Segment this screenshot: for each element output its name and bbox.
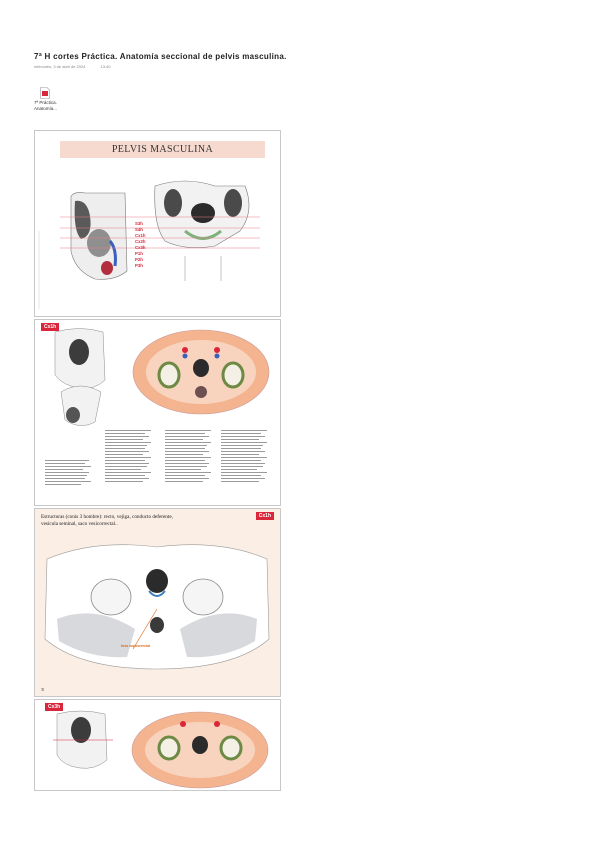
level-labels: S3h S4h Cx1h Cx2h Cx3h P1h P2h P3h	[135, 221, 146, 268]
cross-section-diagram	[53, 710, 269, 789]
pelvis-sagittal-diagram	[38, 180, 260, 309]
svg-text:ℬ: ℬ	[41, 687, 44, 692]
structures-text: Estructuras (conis 3 hombre): recto, vej…	[41, 514, 173, 527]
page-banner: PELVIS MASCULINA	[60, 141, 265, 158]
section-tag: Cx1h	[41, 323, 60, 331]
page-meta: miércoles, 3 de abril de 2024 13:40	[34, 64, 125, 69]
section-tag: Cx1h	[255, 512, 274, 520]
attachment-name: 7ª Práctica. Anatomía...	[34, 100, 58, 111]
page-time: 13:40	[100, 64, 111, 69]
pelvis-axial-diagram: ℬ	[41, 544, 270, 692]
section-tag: Cx3h	[45, 703, 64, 711]
page-title: 7ª H cortes Práctica. Anatomía seccional…	[34, 52, 287, 61]
legend-text-lines	[45, 430, 267, 485]
cross-section-diagram	[54, 328, 270, 426]
pdf-page-4: Cx3h	[34, 699, 281, 791]
fossa-label: fosa isquiorrectal	[121, 644, 151, 648]
pdf-file-icon	[40, 86, 50, 99]
legend-text-block	[43, 428, 275, 498]
page-date: miércoles, 3 de abril de 2024	[34, 64, 86, 69]
pdf-page-2: Cx1h	[34, 319, 281, 506]
pdf-attachment[interactable]: 7ª Práctica. Anatomía...	[34, 86, 74, 112]
pdf-page-3: Estructuras (conis 3 hombre): recto, vej…	[34, 508, 281, 697]
pdf-page-1: PELVIS MASCULINA S3h S4h Cx1h Cx2h Cx3h …	[34, 130, 281, 317]
